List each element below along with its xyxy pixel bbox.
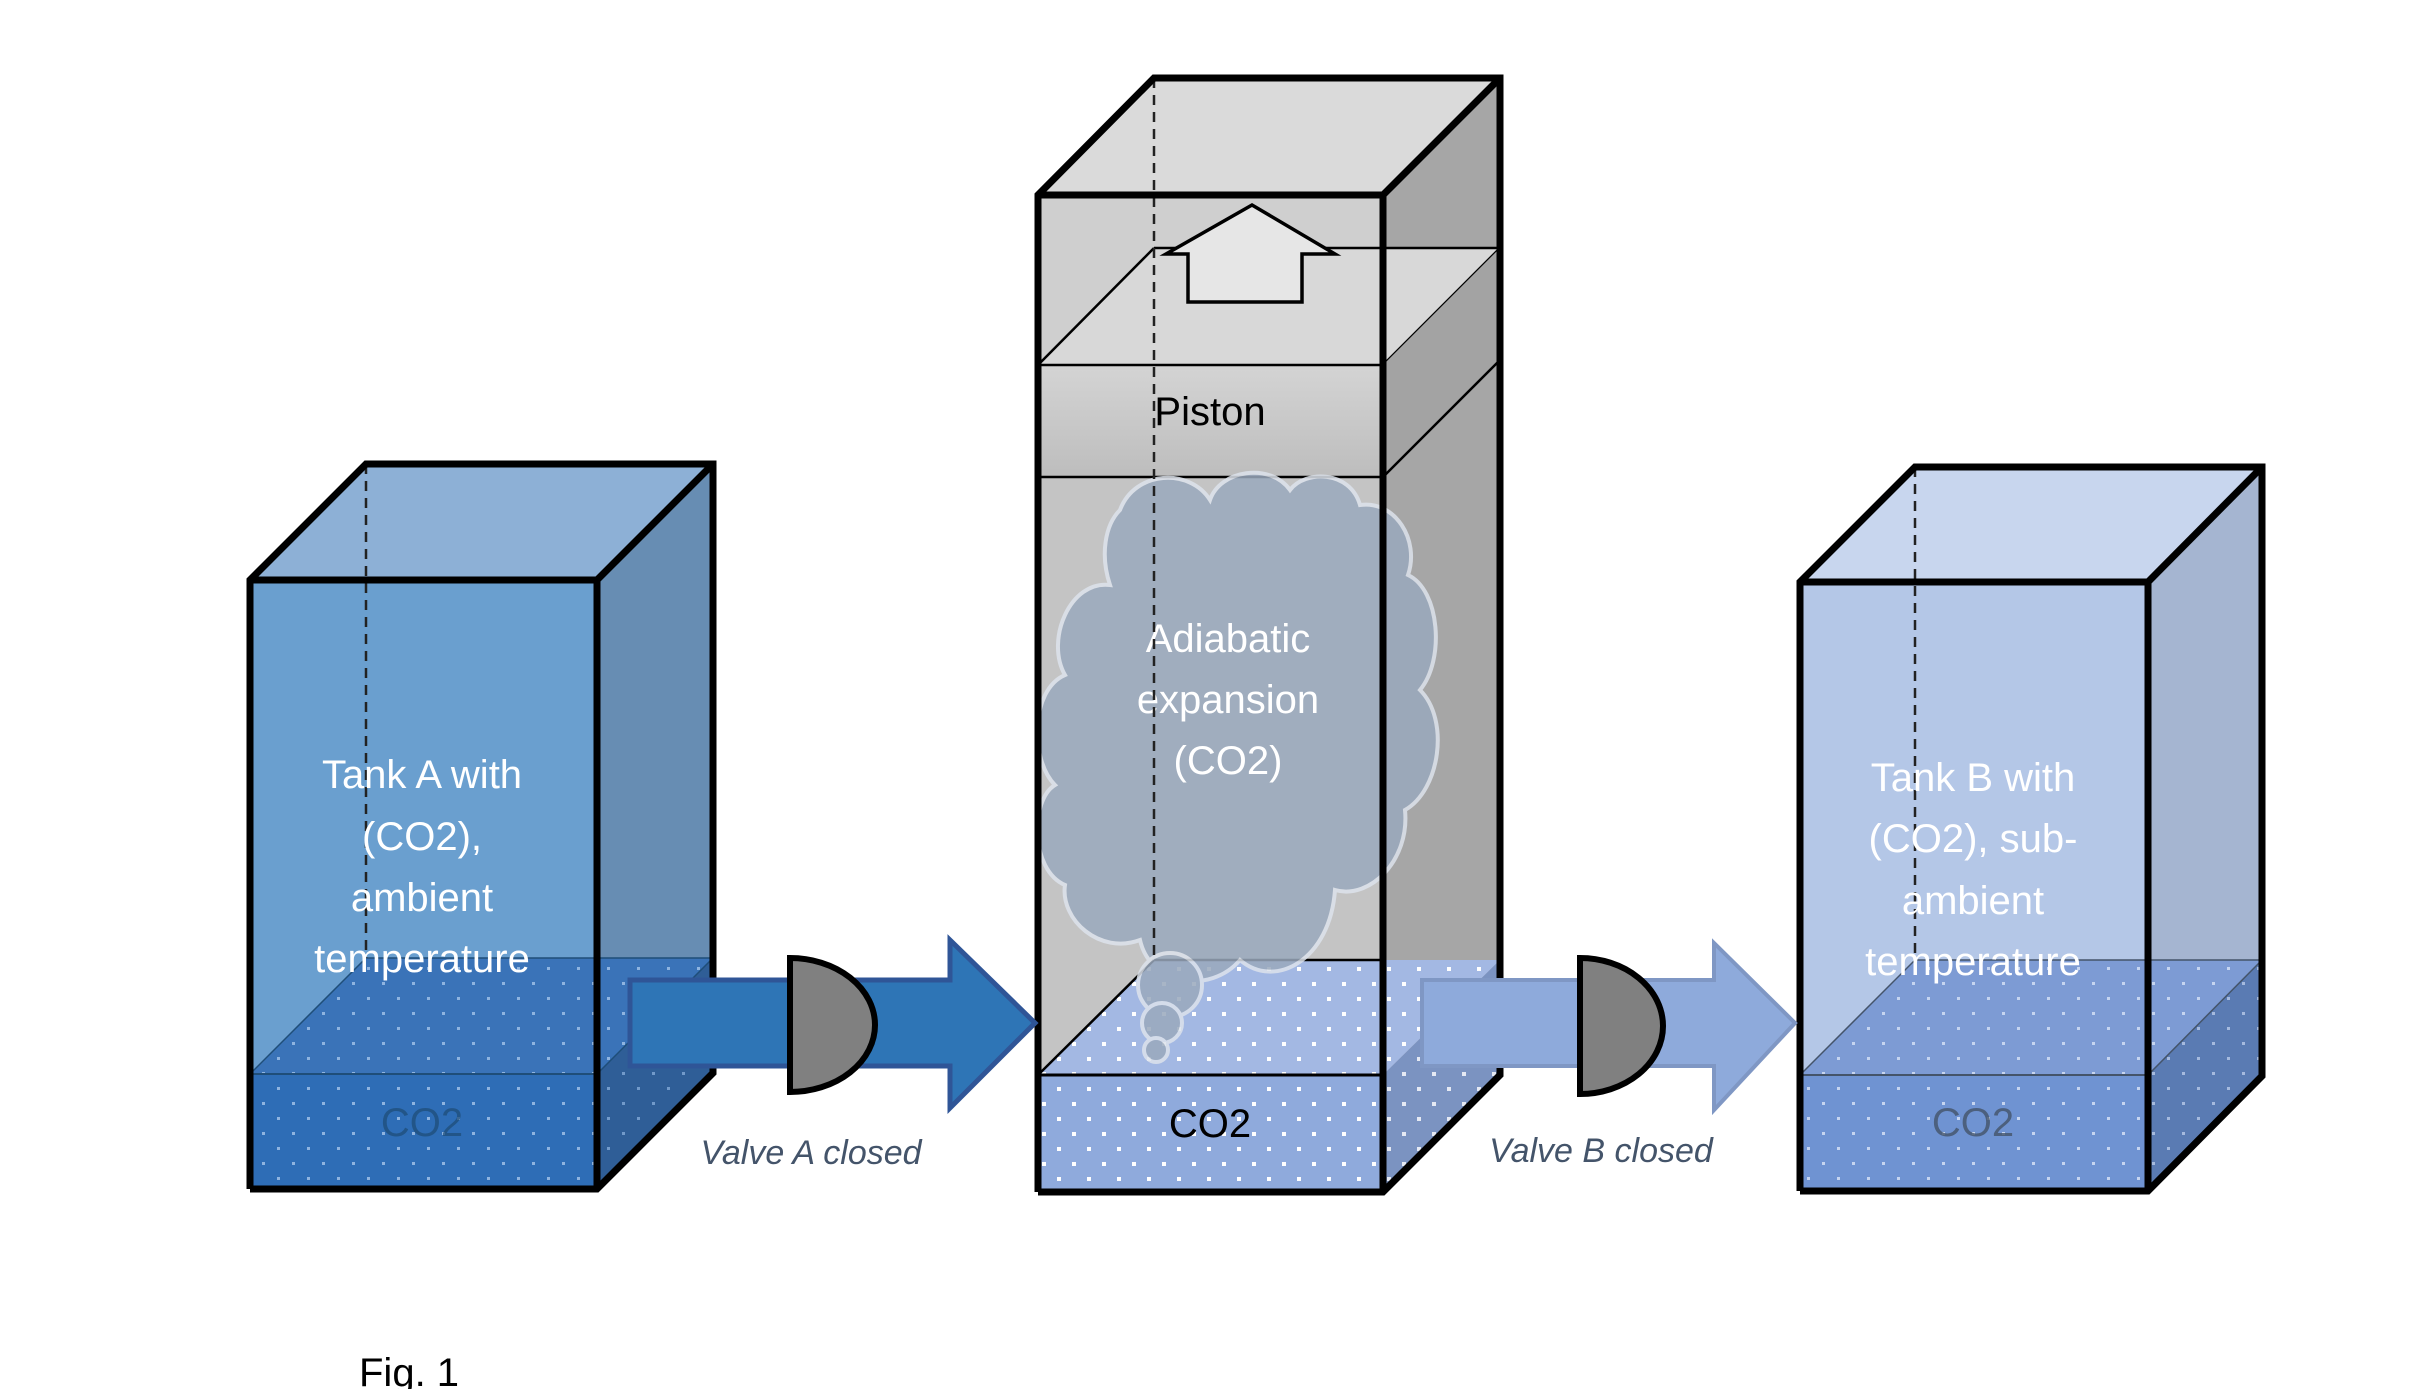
tank-b-liquid-label: CO2	[1932, 1101, 2014, 1145]
tank-a-liquid-label: CO2	[381, 1101, 463, 1145]
tank-b-label-line-1: Tank B with	[1871, 756, 2076, 800]
tank-b: Tank B with (CO2), sub- ambient temperat…	[1796, 463, 2266, 1195]
valve-b[interactable]	[1577, 954, 1666, 1098]
cloud-label-line-3: (CO2)	[1174, 739, 1283, 783]
cloud-label-line-1: Adiabatic	[1146, 617, 1311, 661]
figure-caption: Fig. 1	[359, 1351, 459, 1389]
tank-a-label-line-3: ambient	[351, 876, 493, 920]
tank-b-label-line-4: temperature	[1865, 940, 2081, 984]
tank-b-label-line-3: ambient	[1902, 879, 2044, 923]
piston	[1038, 365, 1383, 477]
tank-a-label-line-4: temperature	[314, 937, 530, 981]
cloud-label-line-2: expansion	[1137, 678, 1319, 722]
expansion-cylinder: Piston Adiabatic expansion (CO2) CO2	[1034, 74, 1504, 1196]
tank-a: Tank A with (CO2), ambient temperature C…	[246, 460, 717, 1193]
up-arrow-icon	[1159, 202, 1342, 304]
expansion-cloud	[1035, 470, 1440, 1064]
valve-a[interactable]	[787, 954, 878, 1096]
valve-a-label: Valve A closed	[700, 1134, 922, 1172]
piston-label: Piston	[1154, 390, 1265, 434]
cylinder-liquid-label: CO2	[1169, 1102, 1251, 1146]
tank-a-label-line-2: (CO2),	[362, 815, 482, 859]
valve-b-label: Valve B closed	[1489, 1132, 1714, 1170]
tank-b-label-line-2: (CO2), sub-	[1869, 817, 2078, 861]
tank-a-label-line-1: Tank A with	[322, 753, 522, 797]
